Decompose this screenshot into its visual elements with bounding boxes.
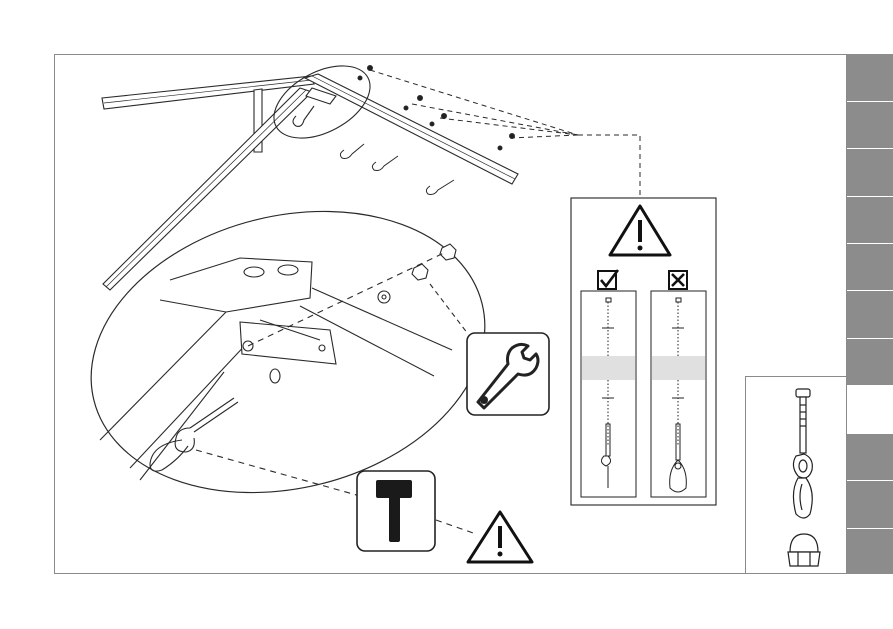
warning-panel <box>571 198 716 505</box>
wrench-icon <box>467 333 549 415</box>
warning-icon <box>468 512 532 562</box>
hardware-callouts <box>340 66 640 199</box>
hammer-icon <box>357 471 435 551</box>
wrong-install-panel <box>651 291 706 497</box>
swing-hook-part-icon <box>793 389 812 518</box>
cross-icon <box>669 271 687 289</box>
cap-nut-part-icon <box>788 534 820 566</box>
check-icon <box>598 270 618 289</box>
correct-install-panel <box>581 291 636 497</box>
zoom-detail-illustration <box>61 172 515 534</box>
